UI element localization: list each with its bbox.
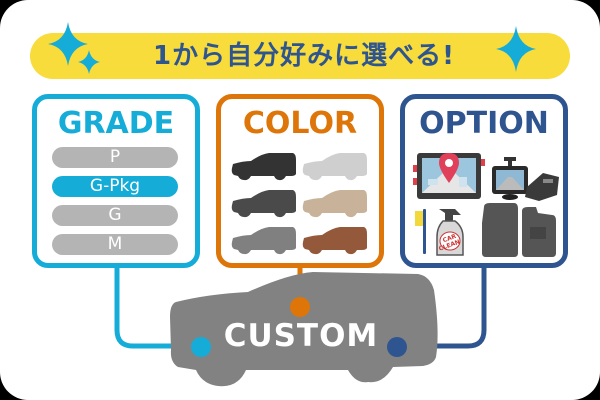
option-panel: OPTION [400,94,568,268]
grade-panel: GRADE P G-Pkg G M [32,94,200,268]
dashcam-icon[interactable] [490,157,530,201]
sparkle-icon [48,22,88,66]
grade-option-g[interactable]: G [52,205,178,226]
custom-label: CUSTOM [223,318,379,354]
option-connector-dot [387,337,407,357]
grade-option-m[interactable]: M [52,234,178,255]
car-swatch-beige-icon[interactable] [302,189,368,219]
grade-connector-dot [191,337,211,357]
color-title: COLOR [242,106,358,141]
grade-title: GRADE [57,106,175,141]
car-swatch-dark-gray-icon[interactable] [231,189,297,219]
car-swatch-black-icon[interactable] [231,152,297,182]
headline-text: 1から自分好みに選べる! [153,41,455,71]
car-swatch-gray-icon[interactable] [231,226,297,256]
custom-car-silhouette [170,272,438,387]
floor-mat-icon[interactable] [480,203,558,259]
brush-icon[interactable] [415,209,429,254]
sparkle-icon [496,26,536,72]
car-swatch-silver-icon[interactable] [302,152,368,182]
svg-text:CAR: CAR [442,233,458,244]
color-panel: COLOR [216,94,384,268]
headline-banner: 1から自分好みに選べる! [30,22,570,79]
sparkle-small-icon [78,50,100,74]
car-swatch-brown-icon[interactable] [302,226,368,256]
color-connector-dot [290,297,310,317]
car-navigation-icon[interactable] [413,151,485,201]
grade-option-p[interactable]: P [52,147,178,168]
option-title: OPTION [419,106,549,141]
grade-option-g-pkg[interactable]: G-Pkg [52,176,178,197]
car-clean-spray-icon[interactable]: CAR CLEAN [433,207,467,257]
etc-unit-icon[interactable] [523,171,561,203]
